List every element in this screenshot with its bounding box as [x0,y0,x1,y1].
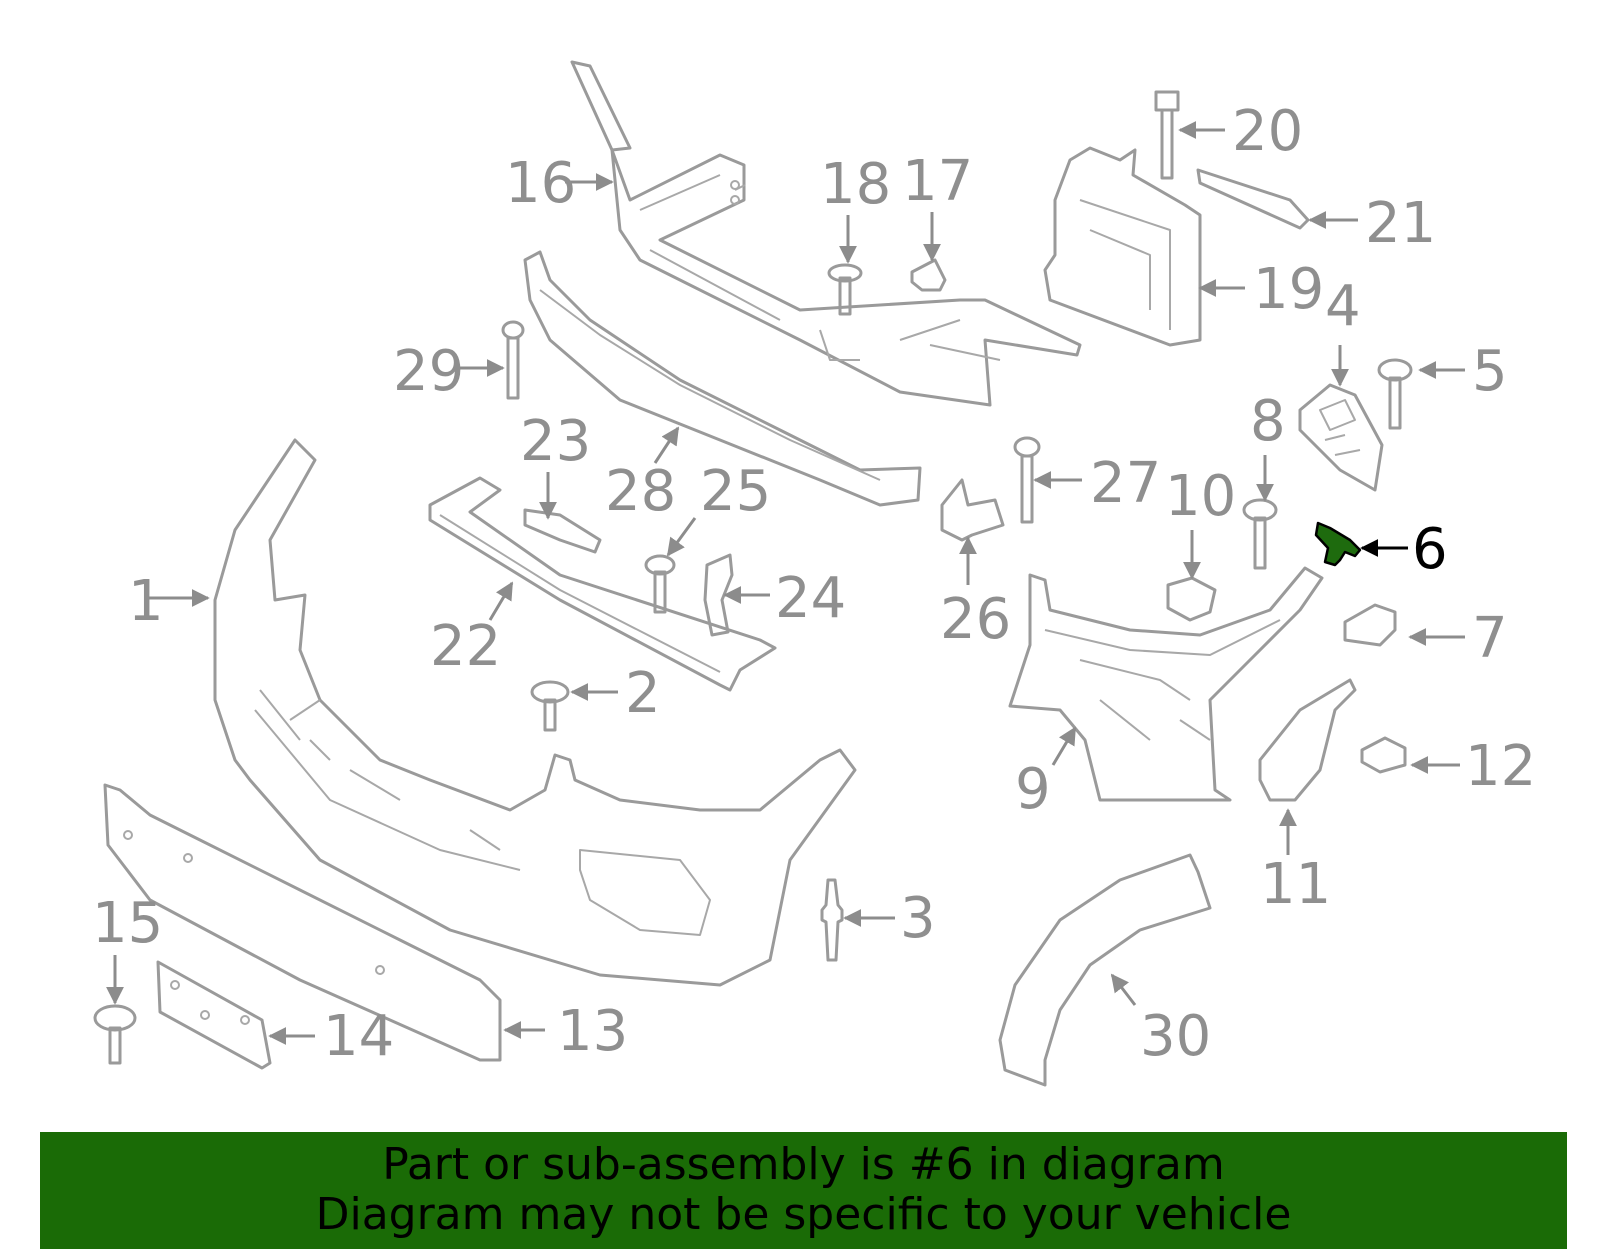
part-16-upper-carrier [570,60,1082,407]
part-8-screw [1242,498,1278,570]
callout-29: 29 [393,339,464,404]
part-29-pin [501,320,525,400]
callout-20: 20 [1232,99,1303,164]
callout-27: 27 [1090,451,1161,516]
info-banner: Part or sub-assembly is #6 in diagram Di… [40,1132,1567,1249]
part-11-side-bracket [1258,678,1357,802]
callout-18: 18 [820,152,891,217]
callout-1: 1 [128,569,164,634]
callout-28: 28 [605,459,676,524]
callout-24: 24 [775,566,846,631]
callout-5: 5 [1472,339,1508,404]
callout-14: 14 [323,1004,394,1069]
callout-16: 16 [505,151,576,216]
callout-30: 30 [1140,1004,1211,1069]
callout-23: 23 [520,409,591,474]
callout-9: 9 [1015,757,1051,822]
part-3-pin [820,878,844,962]
part-23-clip-strip [523,508,602,554]
part-24-bracket [703,553,734,637]
callout-leaders [106,121,1465,1045]
callout-15: 15 [92,891,163,956]
callout-25: 25 [700,459,771,524]
part-5-screw [1377,358,1413,430]
part-14-plate-bracket [156,960,272,1070]
callout-17: 17 [902,149,973,214]
part-22-lower-bar [428,476,777,692]
banner-line-2: Diagram may not be specific to your vehi… [315,1189,1292,1240]
part-9-carrier-assembly [1008,566,1324,802]
part-7-bracket [1343,603,1397,647]
callout-13: 13 [557,999,628,1064]
callout-21: 21 [1365,191,1436,256]
part-28-impact-absorber [523,250,922,507]
callout-6: 6 [1412,517,1448,582]
part-21-trim-strip [1196,168,1310,230]
callout-2: 2 [625,661,661,726]
callout-4: 4 [1325,274,1361,339]
part-10-nut [1166,576,1217,622]
callout-12: 12 [1465,734,1536,799]
part-17-clip [910,258,947,292]
part-15-screw [93,1004,137,1065]
banner-line-1: Part or sub-assembly is #6 in diagram [382,1139,1225,1190]
part-19-guide [1043,146,1202,347]
callout-labels: 1 2 3 4 5 6 7 8 9 10 11 12 13 14 15 16 1… [92,99,1536,1069]
callout-3: 3 [900,886,936,951]
callout-22: 22 [430,614,501,679]
callout-10: 10 [1165,464,1236,529]
callout-26: 26 [940,587,1011,652]
callout-11: 11 [1260,852,1331,917]
part-18-bolt [827,263,863,316]
part-20-bolt [1154,90,1180,180]
part-26-bracket [940,478,1005,542]
part-12-nut [1360,736,1407,774]
callout-19: 19 [1253,257,1324,322]
callout-8: 8 [1250,389,1286,454]
part-6-clip-highlighted [1314,521,1362,567]
part-1-bumper-cover [213,438,857,987]
part-25-screw [644,554,676,614]
part-30-arch-liner [998,853,1212,1087]
callout-7: 7 [1472,606,1508,671]
part-2-screw [530,680,570,732]
part-27-bolt [1013,436,1041,524]
fasteners [93,90,1413,1065]
part-4-grille-insert [1298,383,1384,492]
part-13-lower-strip [103,783,502,1062]
